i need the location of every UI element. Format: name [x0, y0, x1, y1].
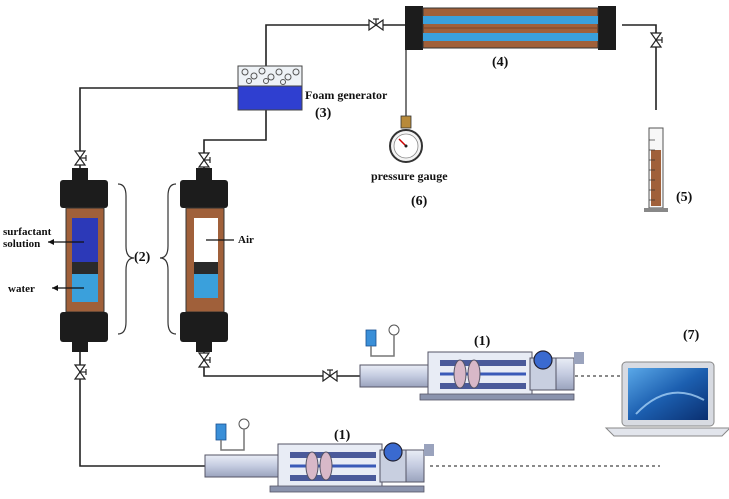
pump-upper-number: (1): [474, 334, 491, 349]
foam-generator: [237, 65, 303, 111]
air-accumulator: [180, 168, 234, 352]
valve-icon[interactable]: [74, 364, 87, 380]
syringe-pump-icon[interactable]: [204, 418, 434, 493]
core-holder-number: (4): [492, 55, 509, 70]
laptop-number: (7): [683, 328, 700, 343]
valve-icon[interactable]: [198, 352, 211, 368]
foam-generator-label: Foam generator: [305, 88, 388, 102]
valve-icon[interactable]: [322, 369, 338, 382]
air-label: Air: [238, 234, 254, 246]
valve-icon[interactable]: [368, 18, 384, 31]
foam-generator-number: (3): [315, 106, 332, 121]
pump-lower-number: (1): [334, 428, 351, 443]
gauge-number: (6): [411, 194, 428, 209]
surfactant-label-line1: surfactant: [3, 226, 52, 238]
water-label: water: [8, 283, 35, 295]
laptop-icon[interactable]: [604, 361, 729, 437]
syringe-pump-icon[interactable]: [359, 324, 584, 401]
surfactant-accumulator: [48, 168, 108, 352]
core-holder: [405, 6, 616, 50]
accumulators-number: (2): [134, 250, 151, 265]
valve-icon[interactable]: [198, 152, 211, 168]
data-cables: [430, 375, 660, 467]
surfactant-label-line2: solution: [3, 238, 41, 250]
accumulator-braces: [117, 183, 177, 335]
cylinder-number: (5): [676, 190, 693, 205]
graduated-cylinder-icon: [644, 127, 668, 212]
pressure-gauge-icon: [389, 115, 423, 163]
valve-icon[interactable]: [650, 32, 663, 48]
pressure-gauge-label: pressure gauge: [371, 169, 448, 183]
valve-icon[interactable]: [74, 150, 87, 166]
